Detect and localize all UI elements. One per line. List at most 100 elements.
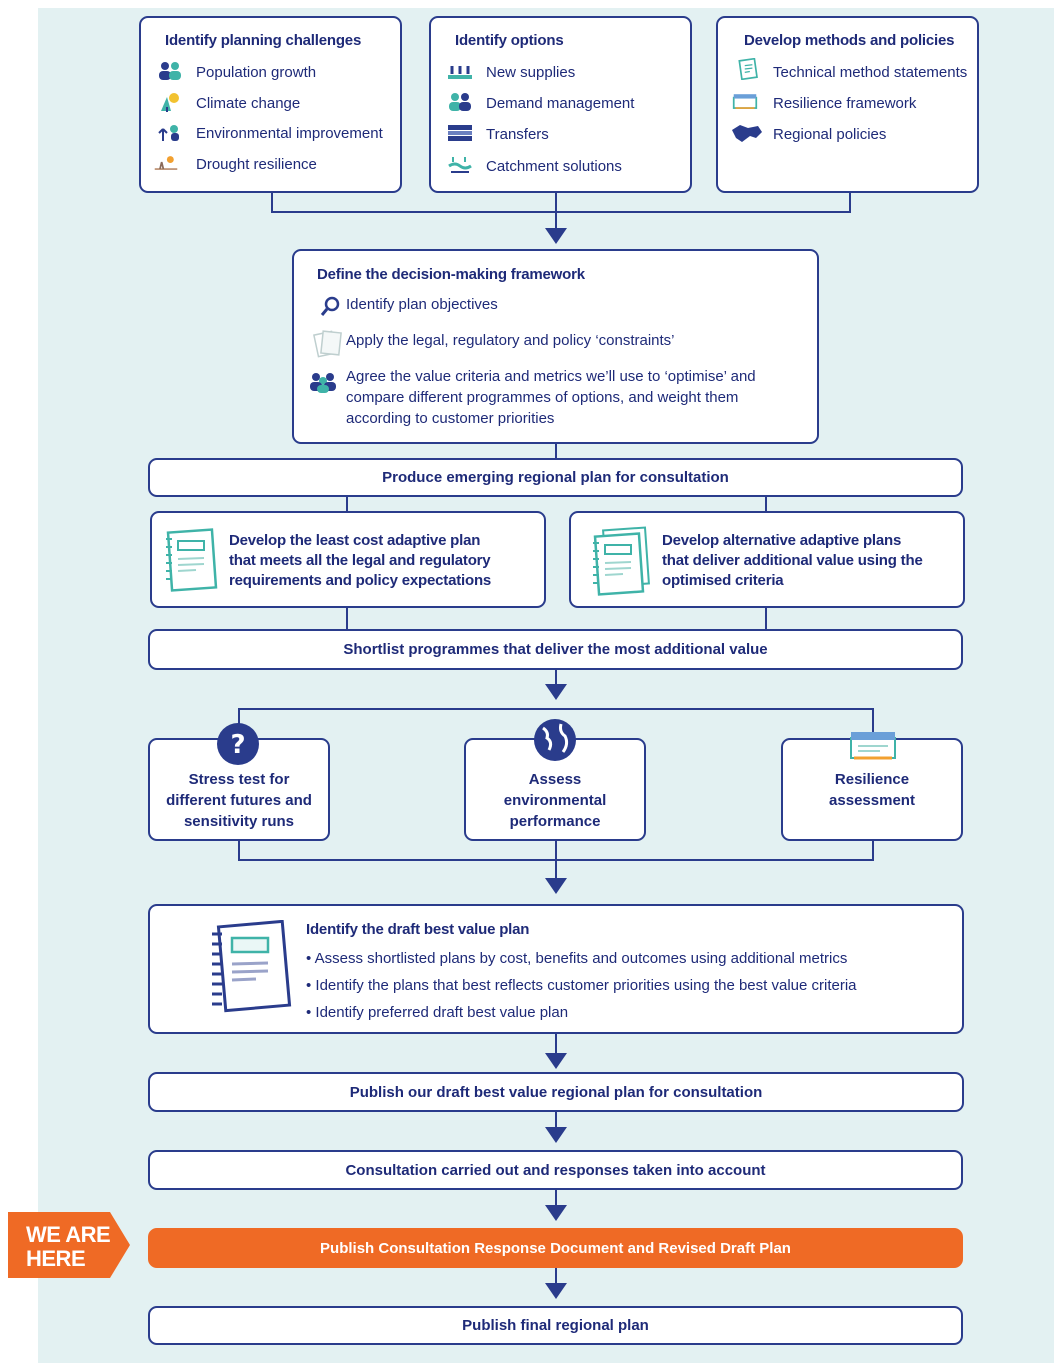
final-plan-box: Publish final regional plan <box>148 1306 963 1345</box>
arrow <box>545 684 567 700</box>
we-are-here-line: HERE <box>26 1246 86 1271</box>
globe-icon <box>534 719 576 761</box>
map-icon <box>732 125 762 142</box>
least-cost-line: requirements and policy expectations <box>229 572 492 589</box>
least-cost-line: that meets all the legal and regulatory <box>229 552 491 569</box>
least-cost-line: Develop the least cost adaptive plan <box>229 532 481 549</box>
connector <box>555 192 557 228</box>
we-are-here-line: WE ARE <box>26 1222 111 1247</box>
resilience-icon <box>850 732 896 760</box>
catchment-icon <box>448 157 472 173</box>
framework-item: compare different programmes of options,… <box>346 389 739 406</box>
connector <box>555 443 557 459</box>
stress-test-line: different futures and <box>166 792 312 809</box>
best-value-bullet: • Identify the plans that best reflects … <box>306 977 857 994</box>
we-are-here-marker <box>8 1212 130 1278</box>
options-title: Identify options <box>455 32 564 49</box>
stress-test-line: sensitivity runs <box>183 813 295 830</box>
method-item: Regional policies <box>773 126 887 143</box>
arrow <box>545 228 567 244</box>
connector <box>765 496 767 512</box>
connector <box>872 840 874 860</box>
emerging-plan-box: Produce emerging regional plan for consu… <box>148 458 963 497</box>
best-value-title: Identify the draft best value plan <box>306 921 530 938</box>
method-item: Resilience framework <box>773 95 917 112</box>
connector <box>271 192 273 212</box>
shortlist-label: Shortlist programmes that deliver the mo… <box>343 641 768 658</box>
option-item: Transfers <box>486 126 549 143</box>
option-item: Catchment solutions <box>486 158 622 175</box>
arrow <box>545 1205 567 1221</box>
climate-icon <box>161 93 179 112</box>
best-value-box: Identify the draft best value plan • Ass… <box>148 904 964 1034</box>
framework-item: according to customer priorities <box>346 410 555 427</box>
resilience-line: Resilience <box>834 771 910 788</box>
challenge-item: Environmental improvement <box>196 125 383 142</box>
people-icon <box>159 62 181 80</box>
final-plan-label: Publish final regional plan <box>462 1317 649 1334</box>
magnifier-icon <box>320 296 340 316</box>
connector <box>555 1033 557 1053</box>
svg-text:?: ? <box>230 730 245 760</box>
option-item: New supplies <box>486 64 576 81</box>
framework-title: Define the decision-making framework <box>317 266 585 283</box>
arrow <box>545 1127 567 1143</box>
best-value-bullet-text: Identify preferred draft best value plan <box>315 1004 569 1021</box>
option-item: Demand management <box>486 95 635 112</box>
connector <box>346 607 348 629</box>
alternative-line: Develop alternative adaptive plans <box>662 532 902 549</box>
method-item: Technical method statements <box>773 64 968 81</box>
resilience-line: assessment <box>829 792 915 809</box>
methods-box: Develop methods and policies Technical m… <box>716 16 979 193</box>
best-value-bullet-text: Assess shortlisted plans by cost, benefi… <box>314 950 848 967</box>
arrow <box>545 878 567 894</box>
least-cost-box: Develop the least cost adaptive plan tha… <box>150 511 546 608</box>
framework-item: Identify plan objectives <box>346 296 498 313</box>
best-value-bullet: • Identify preferred draft best value pl… <box>306 1004 569 1021</box>
environmental-line: environmental <box>503 792 607 809</box>
notebooks-icon <box>593 526 650 596</box>
connector <box>346 496 348 512</box>
notebook-icon <box>166 528 218 592</box>
consultation-label: Consultation carried out and responses t… <box>345 1161 766 1179</box>
environmental-line: performance <box>509 813 601 830</box>
environmental-line: Assess <box>528 771 582 788</box>
connector <box>555 1111 557 1127</box>
alternative-line: optimised criteria <box>662 572 784 589</box>
arrow <box>545 1053 567 1069</box>
planning-challenges-box: Identify planning challenges Population … <box>139 16 402 193</box>
supplies-icon <box>448 66 472 79</box>
connector <box>555 669 557 685</box>
framework-item: Agree the value criteria and metrics we’… <box>346 368 756 385</box>
challenge-item: Drought resilience <box>196 156 317 173</box>
planning-challenges-title: Identify planning challenges <box>165 32 362 49</box>
current-step-box: Publish Consultation Response Document a… <box>148 1228 963 1268</box>
alternative-line: that deliver additional value using the <box>662 552 923 569</box>
connector <box>271 211 851 213</box>
drought-icon <box>154 156 178 170</box>
people-icon <box>310 373 336 393</box>
consultation-box: Consultation carried out and responses t… <box>148 1150 963 1190</box>
connector <box>555 1267 557 1283</box>
connector <box>238 708 874 710</box>
publish-draft-label: Publish our draft best value regional pl… <box>349 1083 763 1101</box>
options-box: Identify options New supplies Demand man… <box>429 16 692 193</box>
connector <box>555 1189 557 1205</box>
framework-icon <box>732 94 758 109</box>
publish-draft-box: Publish our draft best value regional pl… <box>148 1072 964 1112</box>
shortlist-box: Shortlist programmes that deliver the mo… <box>148 629 963 670</box>
papers-icon <box>313 330 342 358</box>
document-icon <box>738 58 758 80</box>
methods-title: Develop methods and policies <box>744 32 955 49</box>
connector <box>872 708 874 740</box>
best-value-bullet-text: Identify the plans that best reflects cu… <box>315 977 857 994</box>
framework-item: Apply the legal, regulatory and policy ‘… <box>346 332 675 349</box>
current-step-label: Publish Consultation Response Document a… <box>320 1239 791 1257</box>
environment-icon <box>158 125 179 141</box>
alternative-plans-box: Develop alternative adaptive plans that … <box>569 511 965 608</box>
challenge-item: Population growth <box>196 64 317 81</box>
notebook-icon <box>212 920 292 1013</box>
challenge-item: Climate change <box>196 95 301 112</box>
connector <box>238 840 240 860</box>
best-value-bullet: • Assess shortlisted plans by cost, bene… <box>306 950 848 967</box>
